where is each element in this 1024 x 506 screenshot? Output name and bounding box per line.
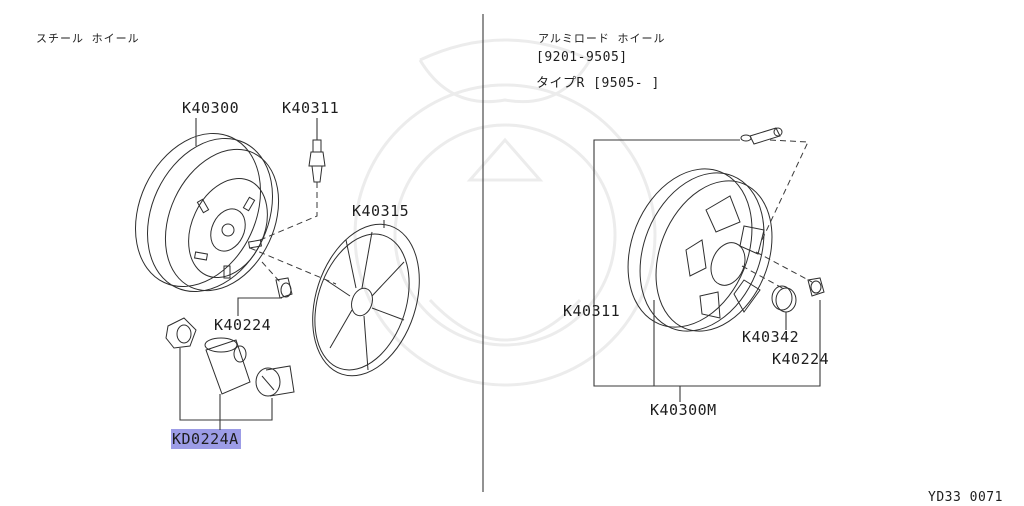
selected-part-highlight [171, 429, 241, 449]
center-cap-drawing [771, 285, 797, 313]
label-valve[interactable]: K40311 [282, 99, 340, 117]
alloy-valve-dashed [761, 139, 809, 241]
lock-nut-drawing [165, 317, 197, 349]
right-range-1: [9201-9505] [536, 50, 628, 65]
alloy-lug-nut-drawing [807, 277, 825, 297]
label-wheel-cover[interactable]: K40315 [352, 202, 410, 220]
nut-dashed-guide [261, 261, 281, 283]
alloy-wheel-drawing [627, 168, 773, 332]
lock-set-bracket [179, 348, 273, 421]
label-cap[interactable]: K40342 [742, 328, 800, 346]
lock-sleeve-drawing [204, 337, 251, 395]
steel-wheel-drawing [135, 132, 280, 293]
alloy-dashed-guides [741, 251, 813, 291]
label-alloy-wheel[interactable]: K40300M [650, 401, 717, 419]
cover-dashed-guide [249, 247, 337, 285]
watermark-emblem [353, 38, 657, 387]
alloy-valve-drawing [740, 127, 783, 145]
valve-stem-drawing [308, 139, 326, 183]
label-steel-wheel[interactable]: K40300 [182, 99, 240, 117]
right-range-2: タイプR [9505- ] [536, 76, 660, 91]
valve-dashed-guide [259, 182, 318, 241]
lock-key-drawing [255, 365, 295, 397]
label-alloy-nut[interactable]: K40224 [772, 350, 830, 368]
left-heading: スチール ホイール [36, 32, 140, 45]
lug-nut-drawing [275, 277, 293, 299]
alloy-bracket [593, 139, 821, 387]
wheel-cover-drawing [312, 223, 420, 377]
diagram-code: YD33 0071 [928, 490, 1003, 505]
label-alloy-valve[interactable]: K40311 [563, 302, 621, 320]
right-heading: アルミロード ホイール [538, 32, 666, 45]
label-nut[interactable]: K40224 [214, 316, 272, 334]
label-lock-set[interactable]: KD0224A [172, 430, 239, 448]
leader-nut [237, 297, 282, 316]
